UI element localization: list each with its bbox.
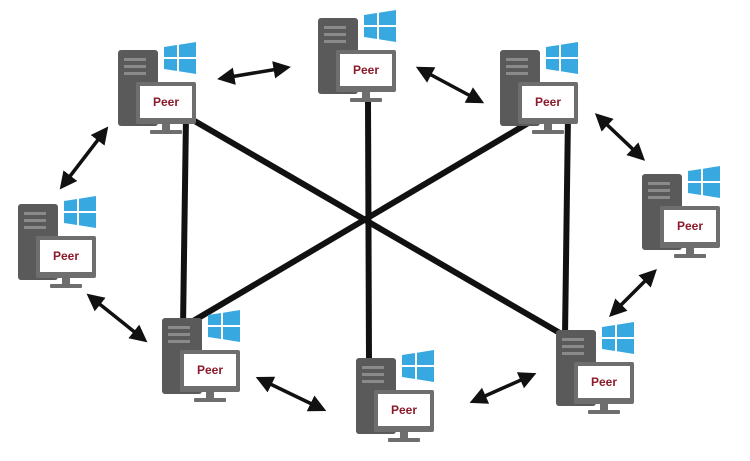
direct-link-p1-p5 [180, 113, 189, 330]
neighbor-arrow-p4-p1 [59, 126, 109, 190]
neighbor-arrow-p8-p7 [609, 269, 657, 317]
peer-computer-p7: Peer [556, 322, 634, 414]
monitor-icon [574, 362, 634, 414]
windows-logo-icon [364, 10, 396, 42]
windows-logo-icon [208, 310, 240, 342]
neighbor-arrows [59, 61, 657, 412]
monitor-icon [180, 350, 240, 402]
peer-label: Peer [391, 403, 417, 417]
monitor-icon [518, 82, 578, 134]
peer-computer-p1: Peer [118, 42, 196, 134]
direct-link-p3-p7 [562, 112, 571, 339]
direct-link-p2-p6 [365, 97, 372, 365]
neighbor-arrow-p2-p3 [415, 66, 485, 104]
direct-link-p3-p5 [180, 119, 533, 330]
windows-logo-icon [546, 42, 578, 74]
peer-computer-p4: Peer [18, 196, 96, 288]
windows-logo-icon [164, 42, 196, 74]
neighbor-arrow-p5-p4 [86, 293, 148, 343]
monitor-icon [660, 206, 720, 258]
windows-logo-icon [602, 322, 634, 354]
neighbor-arrow-p1-p2 [217, 61, 291, 85]
neighbor-arrow-p7-p6 [469, 372, 537, 404]
direct-link-p1-p7 [183, 113, 568, 339]
monitor-icon [336, 50, 396, 102]
peer-label: Peer [353, 63, 379, 77]
neighbor-arrow-p3-p8 [594, 113, 646, 161]
peer-label: Peer [53, 249, 79, 263]
monitor-icon [136, 82, 196, 134]
windows-logo-icon [64, 196, 96, 228]
peer-computer-p5: Peer [162, 310, 240, 402]
windows-logo-icon [688, 166, 720, 198]
monitor-icon [374, 390, 434, 442]
peer-computer-p3: Peer [500, 42, 578, 134]
peer-label: Peer [153, 95, 179, 109]
peer-computer-p6: Peer [356, 350, 434, 442]
peer-computer-p2: Peer [318, 10, 396, 102]
windows-logo-icon [402, 350, 434, 382]
peer-label: Peer [677, 219, 703, 233]
neighbor-arrow-p6-p5 [255, 376, 327, 412]
direct-links [180, 97, 571, 365]
monitor-icon [36, 236, 96, 288]
peer-label: Peer [591, 375, 617, 389]
peer-computer-p8: Peer [642, 166, 720, 258]
peer-label: Peer [535, 95, 561, 109]
peer-label: Peer [197, 363, 223, 377]
